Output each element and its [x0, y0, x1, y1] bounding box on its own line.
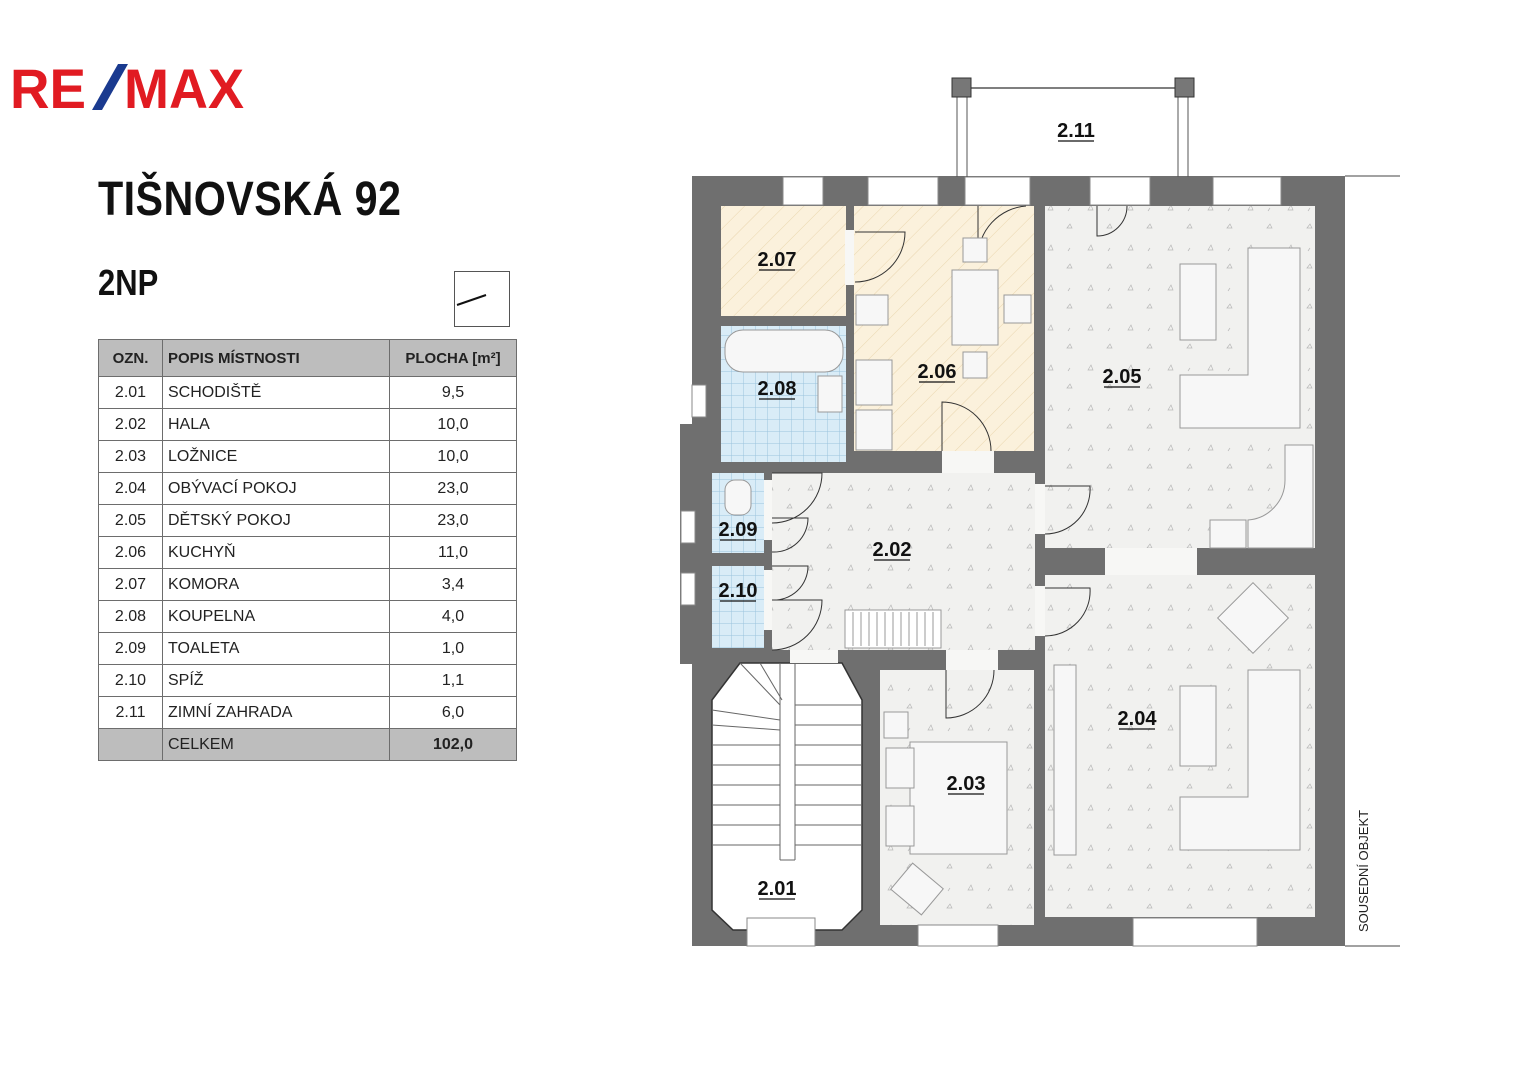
room-description: ZIMNÍ ZAHRADA [162, 696, 390, 729]
total-area: 102,0 [389, 728, 517, 761]
room-description: TOALETA [162, 632, 390, 665]
table-header-row: OZN. POPIS MÍSTNOSTI PLOCHA [m²] [98, 339, 517, 377]
door-openings [764, 230, 1197, 670]
room-description: LOŽNICE [162, 440, 390, 473]
svg-text:RE: RE [10, 58, 86, 118]
room-2-07 [721, 206, 846, 316]
door-swings [771, 205, 1128, 719]
room-area: 23,0 [389, 504, 517, 537]
room-area: 6,0 [389, 696, 517, 729]
page-title: TIŠNOVSKÁ 92 [98, 173, 402, 226]
svg-text:MAX: MAX [124, 58, 244, 118]
room-code: 2.07 [98, 568, 163, 601]
stair-flight-lines [852, 612, 934, 646]
header-code: OZN. [98, 339, 163, 377]
room-area: 9,5 [389, 376, 517, 409]
room-description: KOMORA [162, 568, 390, 601]
winter-garden [951, 77, 1195, 177]
neighbour-label: SOUSEDNÍ OBJEKT [1356, 810, 1371, 932]
room-area: 1,1 [389, 664, 517, 697]
room-description: HALA [162, 408, 390, 441]
room-description: SPÍŽ [162, 664, 390, 697]
room-area: 1,0 [389, 632, 517, 665]
total-code [98, 728, 163, 761]
room-code: 2.09 [98, 632, 163, 665]
remax-logo: RE MAX [10, 58, 244, 118]
neighbour-outline [1345, 175, 1400, 947]
room-code: 2.04 [98, 472, 163, 505]
label-2-01: 2.01 [758, 878, 797, 900]
room-description: SCHODIŠTĚ [162, 376, 390, 409]
label-2-08: 2.08 [758, 378, 797, 400]
label-2-06: 2.06 [918, 361, 957, 383]
room-2-01 [712, 663, 862, 930]
room-labels: 2.11 2.07 2.08 2.06 2.05 2.09 2.02 2.10 … [719, 120, 1158, 900]
label-2-09: 2.09 [719, 519, 758, 541]
staircase [711, 662, 863, 931]
room-code: 2.06 [98, 536, 163, 569]
room-area: 23,0 [389, 472, 517, 505]
room-area: 10,0 [389, 408, 517, 441]
label-2-02: 2.02 [873, 539, 912, 561]
label-2-11: 2.11 [1057, 120, 1095, 142]
label-2-10: 2.10 [719, 580, 758, 602]
label-2-07: 2.07 [758, 249, 797, 271]
north-arrow-icon [454, 271, 510, 327]
label-2-04: 2.04 [1118, 708, 1158, 730]
floor-label: 2NP [98, 262, 159, 303]
room-area: 10,0 [389, 440, 517, 473]
label-2-05: 2.05 [1103, 366, 1142, 388]
room-code: 2.03 [98, 440, 163, 473]
room-code: 2.01 [98, 376, 163, 409]
windows [680, 176, 1282, 947]
header-area: PLOCHA [m²] [389, 339, 517, 377]
label-2-03: 2.03 [947, 773, 986, 795]
room-2-10 [712, 566, 764, 648]
room-description: KUCHYŇ [162, 536, 390, 569]
header-description: POPIS MÍSTNOSTI [162, 339, 390, 377]
room-area: 4,0 [389, 600, 517, 633]
